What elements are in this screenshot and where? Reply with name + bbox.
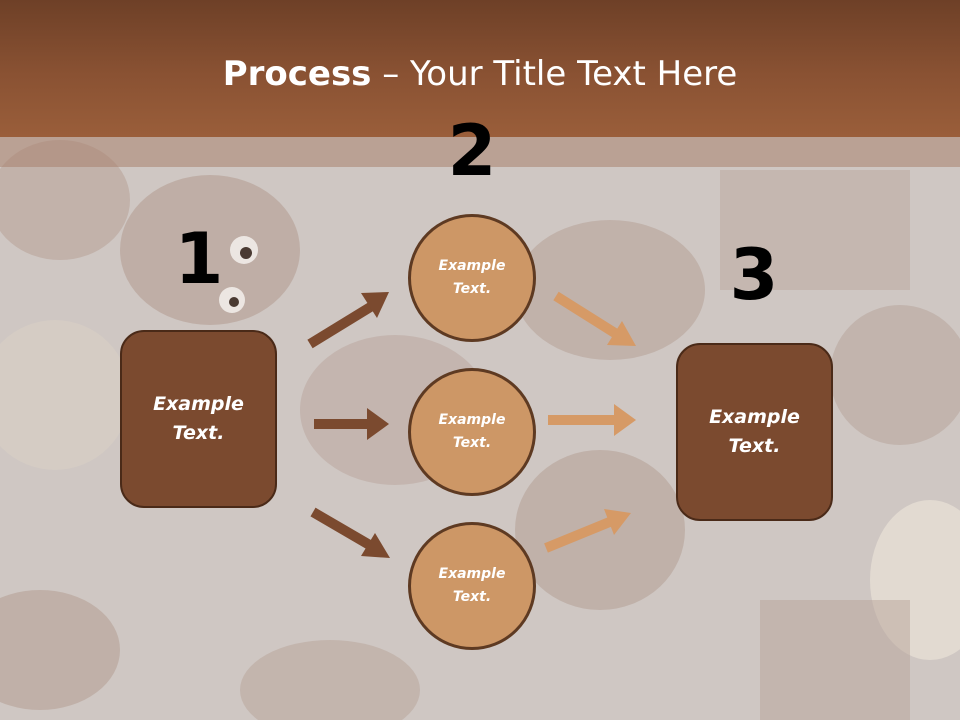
step-number-2: 2	[447, 110, 497, 192]
header-bar	[0, 0, 960, 137]
circle-middle-text: Example Text.	[438, 412, 506, 451]
step-2-circle-top: Example Text.	[408, 214, 536, 342]
arrow-left-to-top	[307, 292, 389, 349]
step-number-3: 3	[729, 234, 779, 316]
circle-top-text: Example Text.	[438, 258, 506, 297]
step-2-circle-bottom: Example Text.	[408, 522, 536, 650]
arrow-left-to-bottom	[310, 507, 390, 558]
arrow-left-to-mid	[314, 408, 389, 440]
step-2-circle-middle: Example Text.	[408, 368, 536, 496]
circle-bottom-text: Example Text.	[438, 566, 506, 605]
arrow-mid-to-right	[548, 404, 636, 436]
slide-title-bold: Process	[222, 54, 372, 94]
slide-title-rest: – Your Title Text Here	[371, 54, 738, 94]
slide-title: Process – Your Title Text Here	[0, 52, 960, 96]
header-band	[0, 137, 960, 167]
step-1-box: Example Text.	[120, 330, 277, 508]
arrow-bottom-to-right	[544, 509, 631, 553]
step-3-box: Example Text.	[676, 343, 833, 521]
step-3-box-text: Example Text.	[709, 406, 800, 457]
arrow-top-to-right	[553, 291, 636, 346]
step-1-box-text: Example Text.	[153, 393, 244, 444]
step-number-1: 1	[174, 218, 224, 300]
